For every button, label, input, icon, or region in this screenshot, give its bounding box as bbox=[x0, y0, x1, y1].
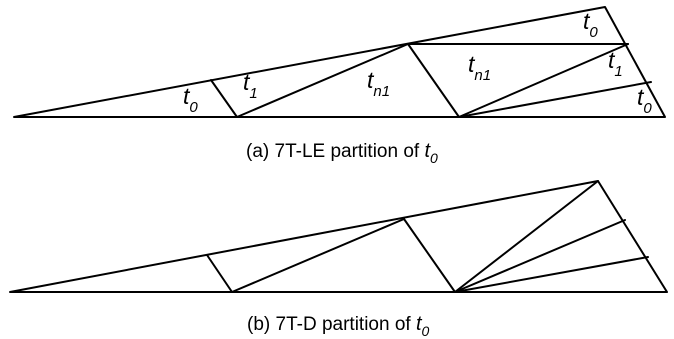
edge-a-1 bbox=[210, 79, 238, 118]
label-a-t1-left: t1 bbox=[243, 69, 258, 102]
caption-a: (a) 7T-LE partition of t0 bbox=[246, 140, 438, 166]
label-a-t0-bottom-right: t0 bbox=[637, 84, 652, 117]
edge-a-6 bbox=[458, 81, 652, 118]
edge-a-3 bbox=[407, 43, 460, 118]
edge-b-3 bbox=[403, 218, 456, 293]
edge-a-2 bbox=[236, 43, 409, 118]
outer-triangle-b bbox=[9, 180, 668, 293]
label-a-tn1-right: tn1 bbox=[468, 51, 491, 84]
edge-b-2 bbox=[231, 218, 405, 293]
edge-b-5 bbox=[454, 219, 626, 293]
edge-b-6 bbox=[454, 256, 649, 293]
edge-b-4 bbox=[454, 180, 599, 293]
outer-triangle-a bbox=[13, 6, 666, 118]
edge-a-5 bbox=[458, 43, 629, 118]
label-a-t0-left: t0 bbox=[183, 83, 198, 116]
caption-b: (b) 7T-D partition of t0 bbox=[247, 313, 430, 339]
label-a-tn1-left: tn1 bbox=[367, 67, 390, 100]
label-a-t1-right: t1 bbox=[608, 47, 623, 80]
diagram-a: t0 t1 tn1 tn1 t1 t0 t0 bbox=[13, 6, 666, 118]
label-a-t0-top-right: t0 bbox=[583, 8, 598, 41]
edge-b-1 bbox=[206, 254, 233, 293]
diagram-b bbox=[9, 180, 668, 293]
